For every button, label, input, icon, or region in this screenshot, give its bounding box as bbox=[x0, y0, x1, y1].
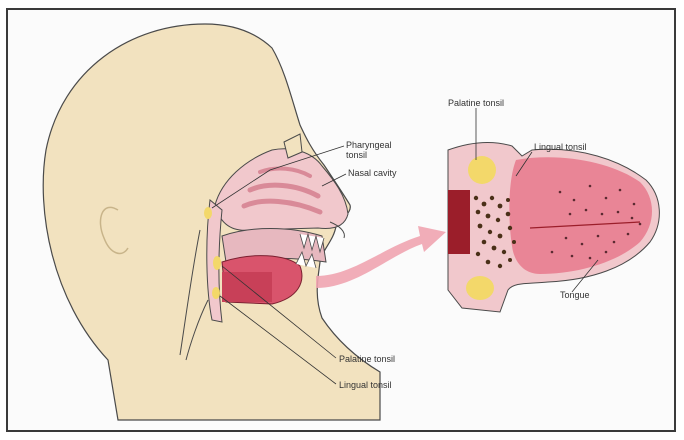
tongue-detail bbox=[448, 143, 659, 312]
label-nasal-cavity: Nasal cavity bbox=[348, 168, 397, 178]
lingual-tonsil-blob bbox=[212, 287, 220, 299]
palatine-tonsil-bottom bbox=[466, 276, 494, 300]
palatine-tonsil-blob bbox=[213, 256, 221, 270]
zoom-arrow bbox=[316, 226, 446, 288]
label-lingual-tonsil-head: Lingual tonsil bbox=[339, 380, 392, 390]
pharyngeal-tonsil-blob bbox=[204, 207, 212, 219]
label-lingual-tonsil-tongue: Lingual tonsil bbox=[534, 142, 587, 152]
palatine-tonsil-top bbox=[468, 156, 496, 184]
label-pharyngeal-tonsil: Pharyngeal tonsil bbox=[346, 140, 390, 160]
label-tongue: Tongue bbox=[560, 290, 590, 300]
head-illustration bbox=[43, 24, 380, 420]
label-palatine-tonsil-head: Palatine tonsil bbox=[339, 354, 395, 364]
label-palatine-tonsil-tongue: Palatine tonsil bbox=[448, 98, 504, 108]
